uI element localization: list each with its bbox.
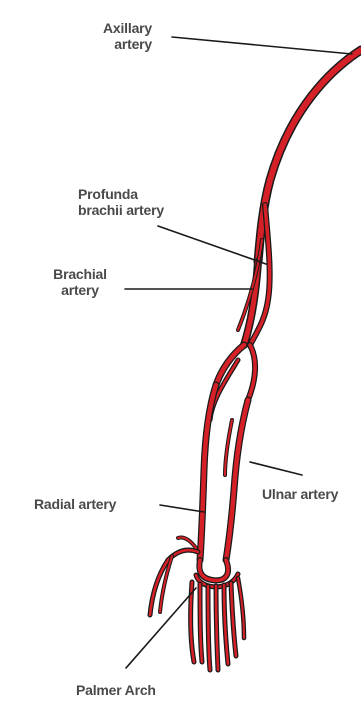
brachial-artery-label: Brachial artery xyxy=(40,266,120,298)
axillary-label-line-1: Axillary xyxy=(76,20,152,36)
ulnar-leader-line xyxy=(250,462,302,475)
profunda-label-line-1: Profunda xyxy=(78,186,164,202)
radial-leader-line xyxy=(160,505,204,512)
radial-label-text: Radial artery xyxy=(34,496,116,512)
profunda-brachii-artery-label: Profunda brachii artery xyxy=(78,186,164,218)
ulnar-label-text: Ulnar artery xyxy=(262,486,361,502)
ulnar-artery-vessel xyxy=(225,400,248,560)
axillary-label-line-2: artery xyxy=(76,36,152,52)
palmer-label-text: Palmer Arch xyxy=(76,682,156,698)
palmer-arch-label: Palmer Arch xyxy=(76,682,156,698)
brachial-label-line-1: Brachial xyxy=(40,266,120,282)
profunda-leader-line xyxy=(158,226,266,264)
brachial-label-line-2: artery xyxy=(40,282,120,298)
digital-arteries xyxy=(191,578,244,670)
axillary-artery-label: Axillary artery xyxy=(76,20,152,52)
profunda-label-line-2: brachii artery xyxy=(78,202,164,218)
ulnar-artery-label: Ulnar artery xyxy=(262,486,361,502)
radial-artery-label: Radial artery xyxy=(34,496,116,512)
axillary-brachial-trunk xyxy=(244,50,361,345)
axillary-leader-line xyxy=(172,37,352,54)
